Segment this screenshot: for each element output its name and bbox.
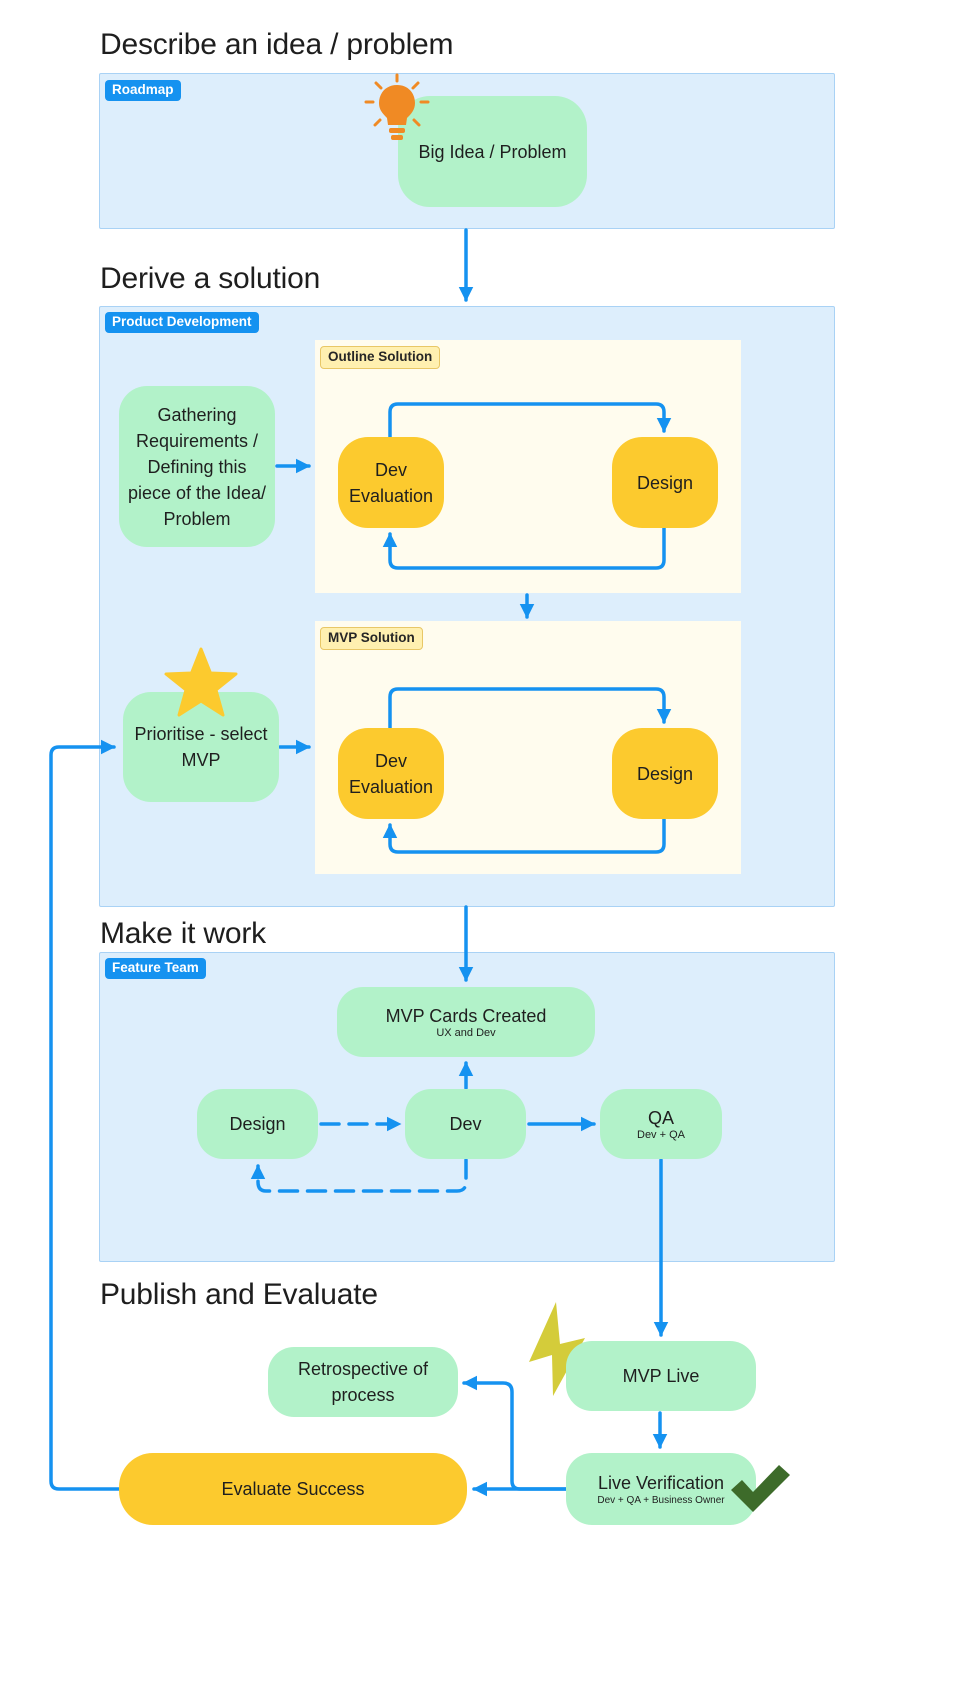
tag-product-development: Product Development: [105, 312, 259, 333]
node-evaluate-success[interactable]: Evaluate Success: [119, 1453, 467, 1525]
arrow-evaluate-to-prioritise: [49, 739, 121, 1491]
node-big-idea[interactable]: Big Idea / Problem: [398, 96, 587, 207]
star-icon: [164, 647, 238, 717]
arrow-dev-to-design: [250, 1158, 468, 1193]
node-label: Live Verification: [597, 1472, 725, 1493]
heading-derive: Derive a solution: [100, 262, 321, 295]
node-label: Dev: [374, 459, 407, 480]
arrow-mvp-dev-to-design: [388, 687, 672, 730]
heading-make: Make it work: [100, 917, 266, 950]
node-mvp-dev-evaluation[interactable]: Dev Evaluation: [338, 728, 444, 819]
heading-publish: Publish and Evaluate: [100, 1278, 378, 1311]
lightbulb-icon: [364, 73, 430, 140]
node-outline-dev-evaluation[interactable]: Dev Evaluation: [338, 437, 444, 528]
tag-roadmap: Roadmap: [105, 80, 181, 101]
checkmark-icon: [731, 1465, 790, 1512]
node-mvp-design[interactable]: Design: [612, 728, 718, 819]
node-label: Big Idea / Problem: [418, 141, 567, 162]
node-sublabel: UX and Dev: [436, 1026, 496, 1039]
node-label: Prioritise - select: [134, 724, 268, 744]
node-label: Design: [636, 472, 694, 493]
node-label: Evaluate Success: [221, 1479, 365, 1499]
node-label: Defining this: [147, 456, 247, 477]
arrow-outline-dev-to-design: [388, 402, 672, 439]
node-mvp-cards-created[interactable]: MVP Cards Created UX and Dev: [337, 987, 595, 1057]
node-label: MVP Cards Created: [385, 1005, 547, 1026]
node-live-verification[interactable]: Live Verification Dev + QA + Business Ow…: [566, 1453, 756, 1525]
node-label: Evaluation: [348, 776, 434, 797]
node-label: Design: [636, 763, 694, 784]
node-prioritise-mvp[interactable]: Prioritise - select MVP: [123, 692, 279, 802]
tag-mvp-solution: MVP Solution: [320, 627, 423, 650]
node-label: Requirements /: [135, 430, 259, 451]
node-label: Evaluation: [348, 485, 434, 506]
node-label: QA: [647, 1107, 674, 1128]
tag-feature-team: Feature Team: [105, 958, 206, 979]
arrow-outline-design-to-dev: [382, 526, 666, 570]
node-mvp-live[interactable]: MVP Live: [566, 1341, 756, 1411]
node-gathering-requirements[interactable]: Gathering Requirements / Defining this p…: [119, 386, 275, 547]
node-qa[interactable]: QA Dev + QA: [600, 1089, 722, 1159]
tag-outline-solution: Outline Solution: [320, 346, 441, 369]
node-label: MVP: [181, 750, 221, 770]
node-label: piece of the Idea/: [127, 482, 267, 503]
node-label: process: [331, 1385, 395, 1405]
lightning-bolt-icon: [529, 1302, 585, 1396]
node-label: Dev: [449, 1114, 482, 1134]
node-design[interactable]: Design: [197, 1089, 318, 1159]
heading-describe: Describe an idea / problem: [100, 28, 454, 61]
node-retrospective[interactable]: Retrospective of process: [268, 1347, 458, 1417]
node-label: Problem: [163, 508, 231, 529]
node-label: Dev: [374, 750, 407, 771]
node-label: MVP Live: [622, 1366, 700, 1386]
node-sublabel: Dev + QA: [637, 1128, 685, 1141]
node-label: Design: [229, 1114, 286, 1134]
node-outline-design[interactable]: Design: [612, 437, 718, 528]
node-label: Retrospective of: [297, 1359, 429, 1379]
arrow-verification-to-retro: [462, 1375, 568, 1491]
arrow-mvp-design-to-dev: [382, 817, 666, 854]
node-sublabel: Dev + QA + Business Owner: [597, 1494, 725, 1506]
node-dev[interactable]: Dev: [405, 1089, 526, 1159]
node-label: Gathering: [157, 404, 237, 425]
